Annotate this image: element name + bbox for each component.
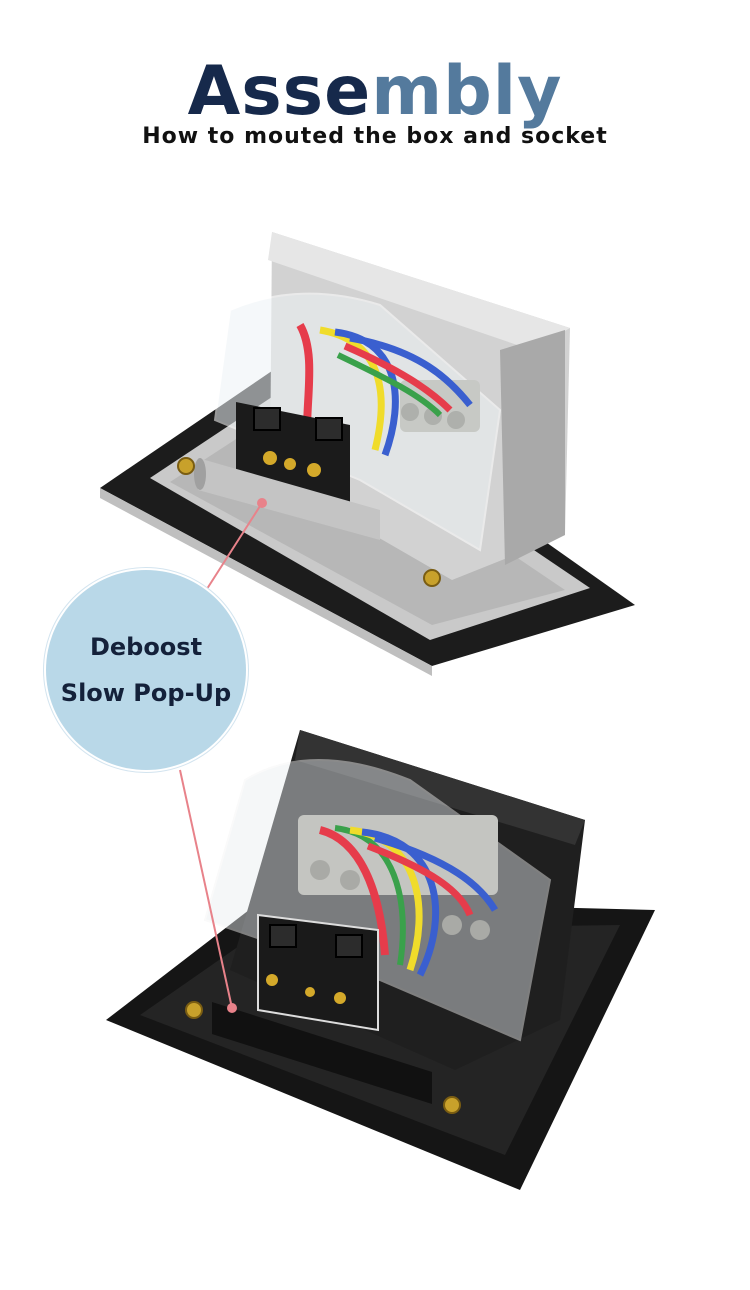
feature-callout-badge: Deboost Slow Pop-Up <box>46 570 246 770</box>
black-floor-box-photo <box>106 730 655 1190</box>
silver-floor-box-photo <box>100 232 635 676</box>
page-title: Assembly <box>0 52 750 132</box>
page-subtitle: How to mouted the box and socket <box>142 124 608 149</box>
callout-line-1: Deboost <box>89 633 203 661</box>
title-light-part: mbly <box>371 52 563 131</box>
callout-line-2: Slow Pop-Up <box>60 679 232 707</box>
title-dark-part: Asse <box>187 52 372 131</box>
leader-line-top <box>204 502 263 593</box>
leader-line-bottom <box>179 769 233 1009</box>
leader-dot-top <box>257 498 267 508</box>
leader-dot-bottom <box>227 1003 237 1013</box>
